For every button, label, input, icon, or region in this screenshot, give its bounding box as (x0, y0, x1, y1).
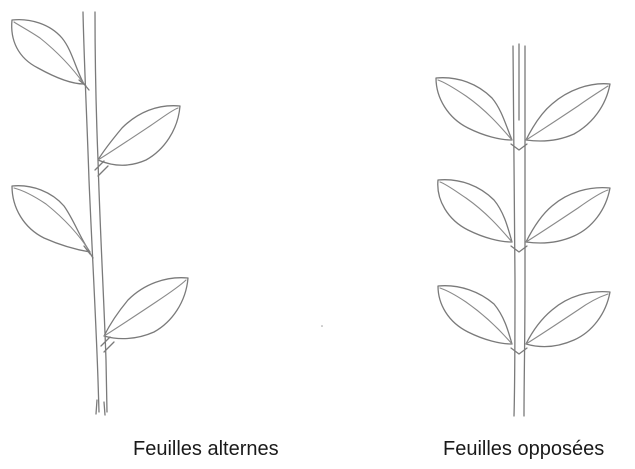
leaf-alternate-3 (12, 186, 93, 258)
leaf-opposite-1-left (436, 78, 512, 140)
leaf-opposite-3-left (438, 286, 512, 344)
leaf-alternate-2 (95, 106, 180, 176)
caption-alternate-leaves: Feuilles alternes (133, 437, 279, 461)
stem-opposite (513, 44, 525, 416)
stray-mark (321, 325, 323, 327)
leaf-opposite-2-left (438, 180, 512, 242)
leaf-opposite-1-right (526, 84, 610, 141)
leaf-pair-opposite-2 (438, 180, 610, 252)
leaf-opposite-2-right (526, 188, 610, 243)
leaf-opposite-3-right (526, 292, 610, 347)
caption-opposite-leaves: Feuilles opposées (443, 437, 604, 461)
leaf-alternate-1 (12, 20, 89, 90)
plant-opposite (436, 44, 610, 416)
leaf-alternate-4 (101, 278, 188, 352)
leaf-pair-opposite-1 (436, 78, 610, 150)
plant-alternate (12, 12, 188, 415)
stem-alternate (83, 12, 107, 415)
